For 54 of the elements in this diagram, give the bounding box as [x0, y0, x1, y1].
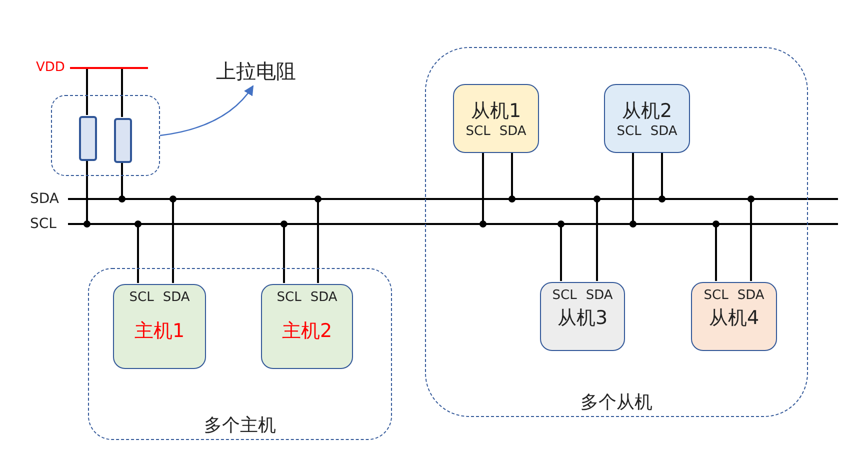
device-box [113, 284, 206, 369]
device-label: 从机1 [470, 98, 522, 124]
device-label: 从机4 [708, 306, 760, 331]
dashed-group-frame [425, 47, 808, 417]
callout-label: 上拉电阻 [216, 58, 296, 84]
group-title: 多个从机 [580, 391, 652, 414]
pin-label: SCL [466, 124, 490, 140]
device-box [540, 282, 625, 351]
resistor-symbol [114, 118, 132, 163]
pin-label: SDA [650, 124, 678, 140]
wire [314, 196, 322, 283]
wire [712, 220, 720, 281]
wire [134, 220, 142, 283]
wire [121, 68, 123, 117]
wire [84, 160, 90, 228]
device-label: 主机2 [282, 319, 332, 344]
bus-line [30, 217, 838, 231]
pin-label: SDA [162, 290, 190, 306]
wire [630, 152, 636, 228]
pin-label: SDA [499, 124, 526, 140]
bus-label: SCL [30, 217, 56, 231]
group-title: 多个主机 [204, 414, 276, 437]
wire [558, 220, 564, 281]
wire [594, 196, 600, 281]
wire [658, 152, 666, 202]
leader-arrow [160, 85, 254, 136]
wire [508, 152, 516, 202]
device-box [261, 284, 353, 369]
wire [118, 162, 126, 202]
pin-label: SDA [310, 290, 338, 306]
wire [86, 68, 88, 115]
device-box [453, 84, 539, 153]
device-label: 从机3 [557, 306, 608, 331]
bus-label: VDD [36, 61, 65, 75]
device-box [604, 84, 690, 153]
bus-label: SDA [30, 192, 59, 206]
wire [480, 152, 486, 228]
pin-label: SCL [616, 124, 642, 140]
pin-label: SCL [552, 288, 577, 304]
pin-label: SCL [704, 288, 728, 304]
resistor-symbol [79, 116, 97, 161]
wire [280, 220, 288, 283]
pin-label: SCL [129, 290, 154, 306]
device-box [691, 282, 777, 351]
bus-line [30, 192, 838, 206]
device-label: 主机1 [134, 319, 185, 344]
dashed-group-frame [88, 268, 392, 440]
pin-label: SDA [586, 288, 613, 304]
wire [748, 196, 754, 281]
wire [170, 196, 176, 283]
device-label: 从机2 [622, 98, 672, 124]
pin-label: SCL [276, 290, 302, 306]
pin-label: SDA [737, 288, 764, 304]
dashed-group-frame [51, 95, 160, 176]
